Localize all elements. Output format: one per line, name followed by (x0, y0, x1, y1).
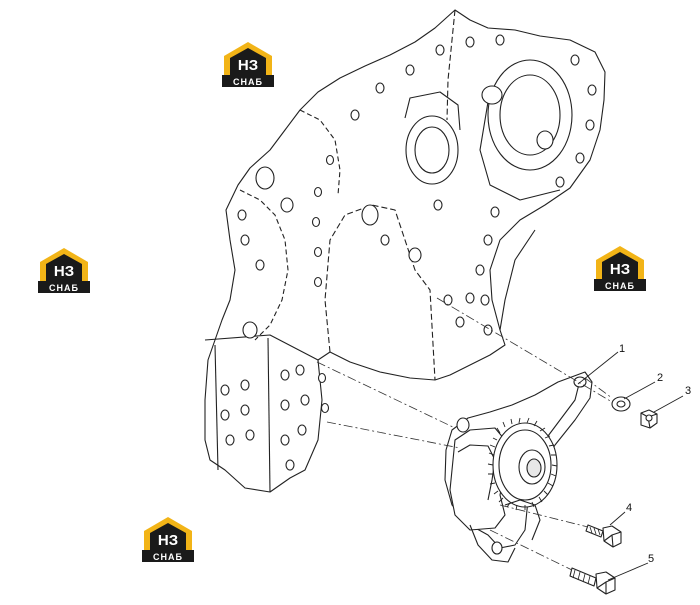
timing-housing (204, 9, 606, 493)
brand-logo-mark (222, 42, 274, 87)
callout-1: 1 (619, 343, 625, 355)
brand-wordmark: СНАБ (153, 552, 183, 562)
brand-logo-mark (142, 517, 194, 562)
washer (611, 396, 631, 412)
brand-logo: НЗ СНАБ (592, 244, 648, 292)
brand-monogram: НЗ (609, 261, 631, 278)
brand-logo-mark (594, 246, 646, 291)
brand-wordmark: СНАБ (49, 283, 79, 293)
oil-pump-gear (487, 417, 558, 511)
callout-3: 3 (685, 385, 691, 397)
callout-4: 4 (626, 502, 632, 514)
brand-monogram: НЗ (53, 263, 75, 280)
brand-logo: НЗ СНАБ (140, 515, 196, 563)
callout-5: 5 (648, 553, 654, 565)
callout-leaders (577, 351, 684, 581)
hex-nut (640, 409, 658, 429)
brand-monogram: НЗ (157, 532, 179, 549)
brand-monogram: НЗ (237, 57, 259, 74)
brand-wordmark: СНАБ (233, 77, 263, 87)
short-bolt (585, 524, 622, 548)
brand-wordmark: СНАБ (605, 281, 635, 291)
callout-2: 2 (657, 372, 663, 384)
brand-logo: НЗ СНАБ (220, 40, 276, 88)
brand-logo-mark (38, 248, 90, 293)
long-bolt (569, 567, 616, 595)
brand-logo: НЗ СНАБ (36, 246, 92, 294)
assembly-guide-lines (316, 297, 613, 571)
oil-pump-assembly (444, 371, 593, 563)
housing-bolt-holes (220, 34, 597, 471)
